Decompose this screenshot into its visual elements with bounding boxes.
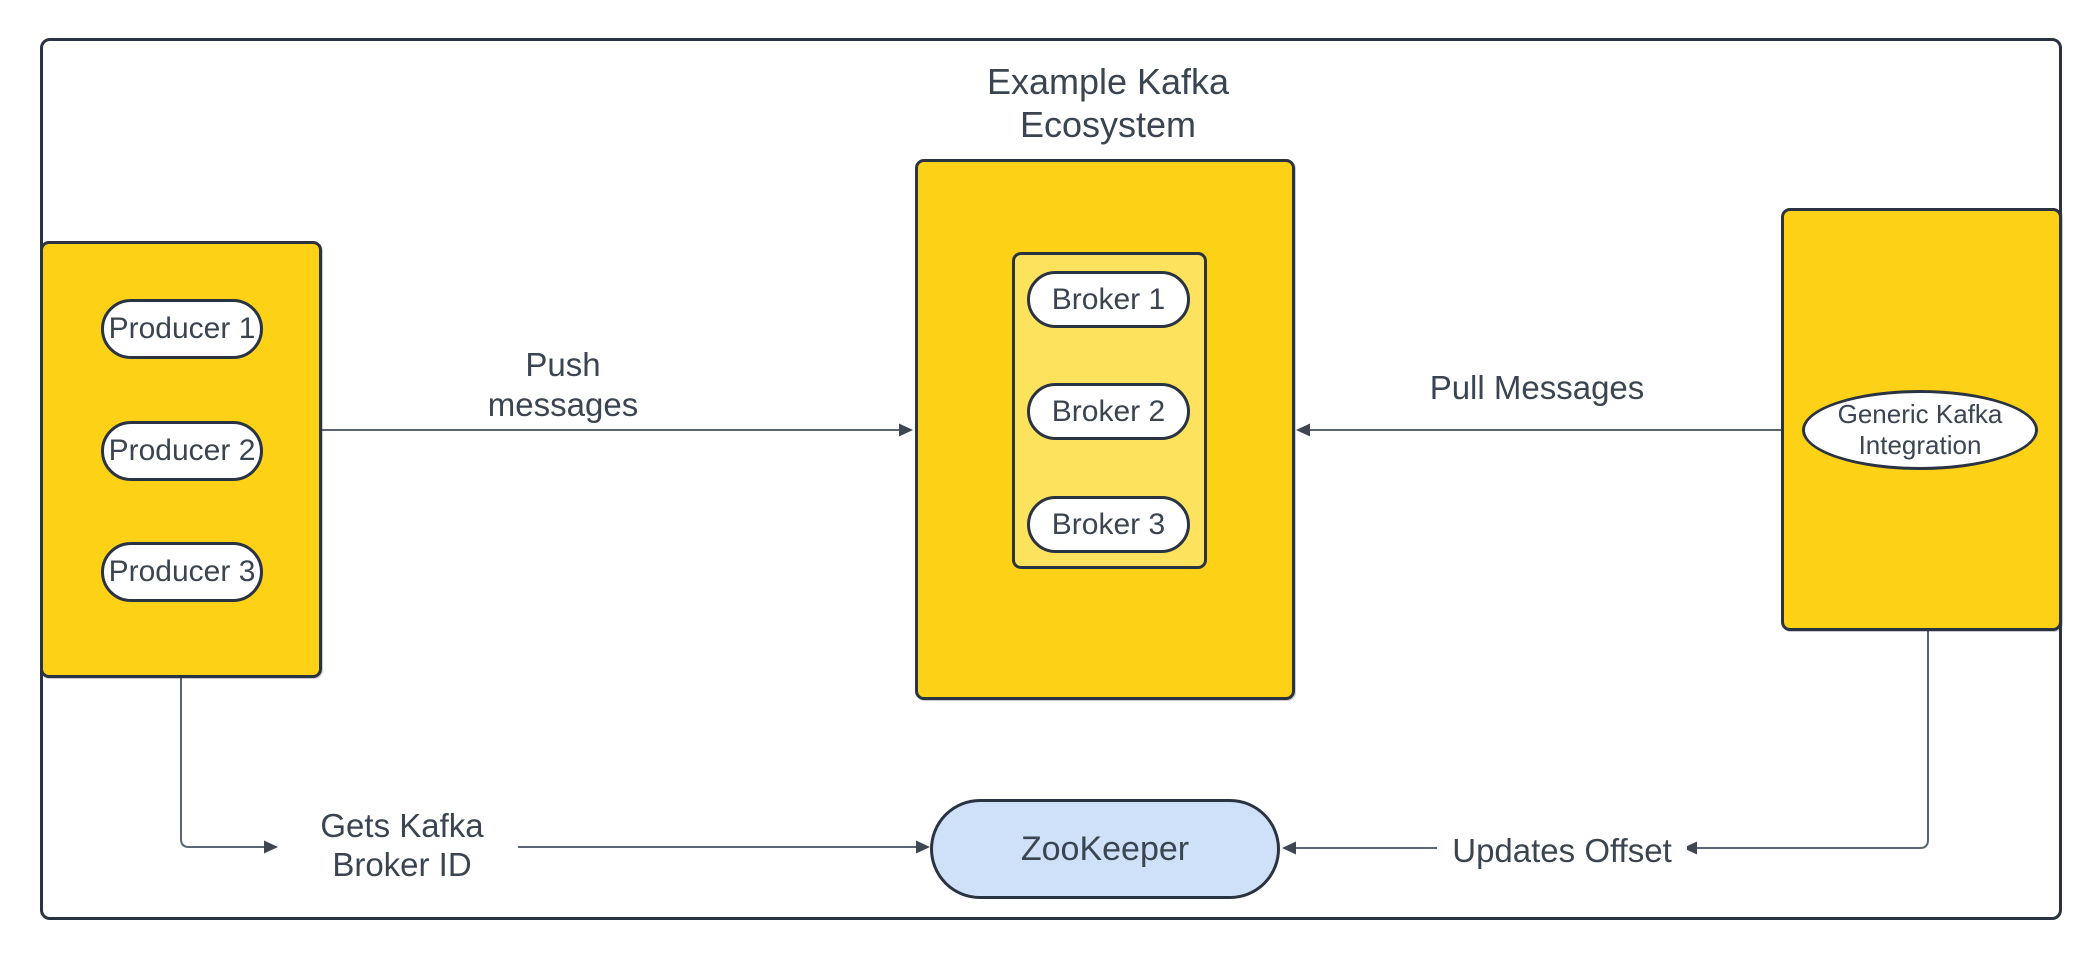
broker-3-label: Broker 3 bbox=[1051, 507, 1166, 541]
pull-messages-edge-label: Pull Messages bbox=[1417, 368, 1657, 408]
producer-2-label: Producer 2 bbox=[108, 434, 256, 467]
broker-1-label: Broker 1 bbox=[1051, 282, 1166, 316]
producers-group-box: Producer 1 Producer 2 Producer 3 bbox=[40, 241, 322, 678]
broker-3-node: Broker 3 bbox=[1027, 496, 1190, 553]
producer-3-label: Producer 3 bbox=[108, 555, 256, 588]
diagram-title: Example Kafka Ecosystem bbox=[986, 61, 1230, 145]
producer-1-node: Producer 1 bbox=[101, 299, 263, 359]
producer-1-label: Producer 1 bbox=[108, 312, 256, 345]
generic-kafka-integration-node: Generic Kafka Integration bbox=[1802, 390, 2038, 470]
zookeeper-node: ZooKeeper bbox=[930, 799, 1280, 899]
kafka-ecosystem-group-box: Broker 1 Broker 2 Broker 3 bbox=[915, 159, 1295, 700]
generic-kafka-integration-label: Generic Kafka Integration bbox=[1837, 399, 2003, 460]
broker-cluster-box: Broker 1 Broker 2 Broker 3 bbox=[1012, 252, 1207, 569]
integration-group-box: Generic Kafka Integration bbox=[1781, 208, 2062, 631]
push-messages-edge-label: Push messages bbox=[483, 345, 643, 425]
producer-3-node: Producer 3 bbox=[101, 542, 263, 602]
updates-offset-edge-label: Updates Offset bbox=[1437, 831, 1687, 871]
broker-1-node: Broker 1 bbox=[1027, 271, 1190, 328]
gets-kafka-broker-id-edge-label: Gets Kafka Broker ID bbox=[312, 806, 492, 884]
producer-2-node: Producer 2 bbox=[101, 421, 263, 481]
zookeeper-label: ZooKeeper bbox=[1020, 829, 1190, 868]
broker-2-node: Broker 2 bbox=[1027, 383, 1190, 440]
broker-2-label: Broker 2 bbox=[1051, 394, 1166, 428]
